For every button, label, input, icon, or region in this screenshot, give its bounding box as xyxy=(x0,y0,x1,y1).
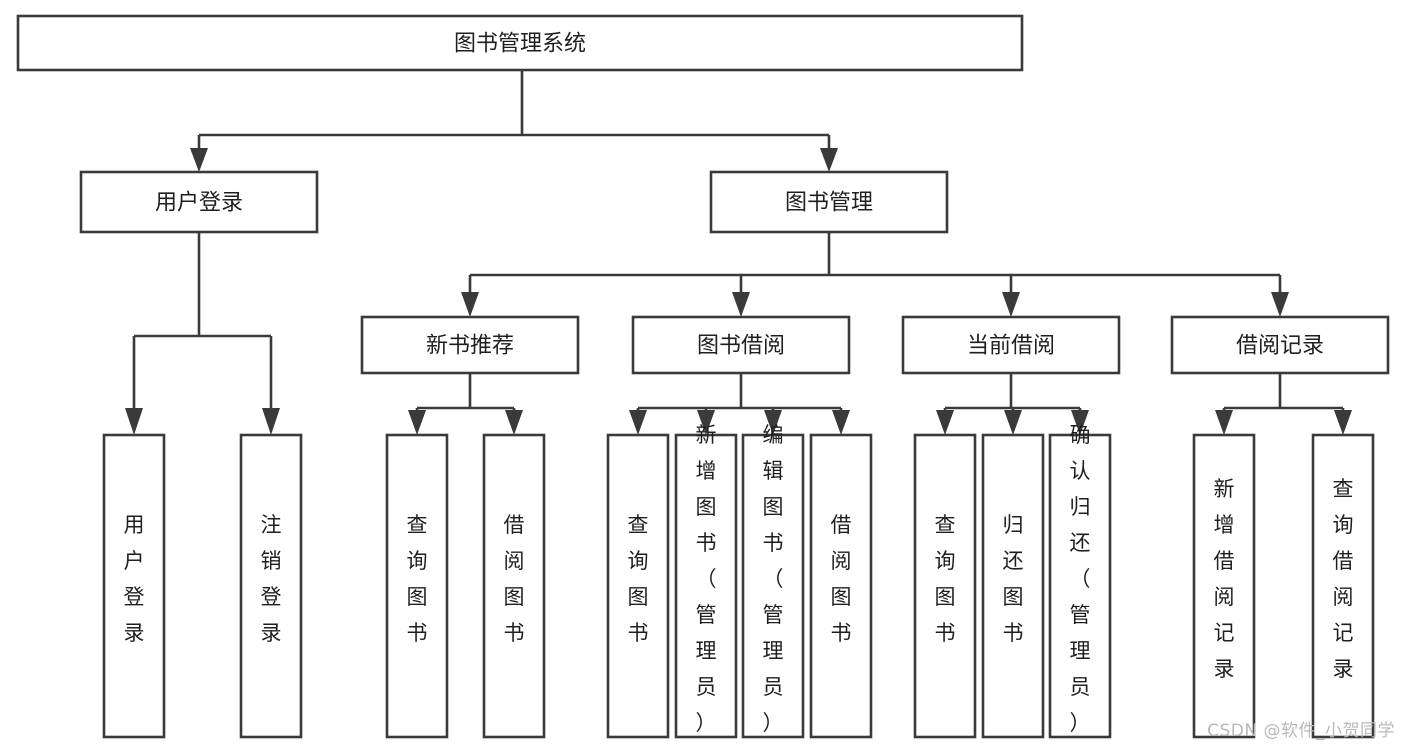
node-label: 用户登录 xyxy=(155,191,243,216)
node-leaf-4-查询图书[interactable]: 查询图书 xyxy=(606,433,670,739)
node-layer: 图书管理系统 用户登录 图书管理 新书推荐 图书借阅 当前 xyxy=(16,14,1390,739)
node-box xyxy=(741,433,805,739)
node-label: 图书借阅 xyxy=(697,334,785,359)
arrow-head-icon xyxy=(125,408,143,435)
node-leaf-7-借阅图书[interactable]: 借阅图书 xyxy=(809,433,873,739)
arrow-head-icon xyxy=(1334,410,1352,435)
arrow-head-icon xyxy=(505,410,523,435)
node-box xyxy=(913,433,977,739)
node-leaf-2-查询图书[interactable]: 查询图书 xyxy=(385,433,449,739)
arrow-head-icon xyxy=(1215,410,1233,435)
arrow-head-icon xyxy=(832,410,850,435)
node-label: 新增图书（管理员） xyxy=(696,423,717,735)
leaf-node-layer: 用户登录 注销登录 查询图书 借阅图书 查询图书 新增图书（管理员） 编辑图书（管理员） 借阅… xyxy=(102,423,1375,739)
connector-layer xyxy=(125,70,1352,435)
node-leaf-10-确认归还管理员[interactable]: 确认归还（管理员） xyxy=(1048,423,1112,739)
node-box xyxy=(631,315,851,375)
node-leaf-0-用户登录[interactable]: 用户登录 xyxy=(102,433,166,739)
arrow-head-icon xyxy=(1071,410,1089,435)
node-label: 注销登录 xyxy=(261,513,282,645)
arrow-head-icon xyxy=(262,408,280,435)
node-label: 查询借阅记录 xyxy=(1333,477,1354,681)
node-box xyxy=(709,170,949,234)
node-leaf-3-借阅图书[interactable]: 借阅图书 xyxy=(482,433,546,739)
node-label: 借阅图书 xyxy=(831,513,852,645)
arrow-head-icon xyxy=(1002,292,1020,317)
node-box xyxy=(1311,433,1375,739)
arrow-head-icon xyxy=(936,410,954,435)
node-label: 新增借阅记录 xyxy=(1214,477,1235,681)
node-label: 查询图书 xyxy=(407,513,428,645)
node-leaf-9-归还图书[interactable]: 归还图书 xyxy=(981,433,1045,739)
node-label: 查询图书 xyxy=(628,513,649,645)
node-user-login[interactable]: 用户登录 xyxy=(79,170,319,234)
node-label: 借阅记录 xyxy=(1236,334,1324,359)
arrow-head-icon xyxy=(629,410,647,435)
arrow-head-icon xyxy=(732,292,750,317)
node-label: 归还图书 xyxy=(1003,513,1024,645)
node-borrowing-record[interactable]: 借阅记录 xyxy=(1170,315,1390,375)
node-leaf-1-注销登录[interactable]: 注销登录 xyxy=(239,433,303,739)
node-leaf-6-编辑图书管理员[interactable]: 编辑图书（管理员） xyxy=(741,423,805,739)
node-box xyxy=(102,433,166,739)
node-box xyxy=(809,433,873,739)
arrow-head-icon xyxy=(697,410,715,435)
node-leaf-8-查询图书[interactable]: 查询图书 xyxy=(913,433,977,739)
arrow-head-icon xyxy=(461,292,479,317)
node-label: 图书管理系统 xyxy=(454,32,586,57)
node-leaf-12-查询借阅记录[interactable]: 查询借阅记录 xyxy=(1311,433,1375,739)
node-book-management[interactable]: 图书管理 xyxy=(709,170,949,234)
arrow-head-icon xyxy=(1004,410,1022,435)
node-box xyxy=(482,433,546,739)
node-label: 图书管理 xyxy=(785,191,873,216)
node-current-borrowing[interactable]: 当前借阅 xyxy=(901,315,1121,375)
arrow-head-icon xyxy=(190,148,208,172)
node-box xyxy=(79,170,319,234)
node-label: 用户登录 xyxy=(124,513,145,645)
node-label: 查询图书 xyxy=(935,513,956,645)
node-label: 新书推荐 xyxy=(426,334,514,359)
node-label: 编辑图书（管理员） xyxy=(763,423,784,735)
node-label: 借阅图书 xyxy=(504,513,525,645)
node-label: 当前借阅 xyxy=(967,334,1055,359)
node-box xyxy=(1192,433,1256,739)
node-leaf-11-新增借阅记录[interactable]: 新增借阅记录 xyxy=(1192,433,1256,739)
node-box xyxy=(1048,433,1112,739)
node-book-borrowing[interactable]: 图书借阅 xyxy=(631,315,851,375)
node-box xyxy=(901,315,1121,375)
arrow-head-icon xyxy=(1271,292,1289,317)
node-box xyxy=(16,14,1024,72)
node-box xyxy=(1170,315,1390,375)
node-box xyxy=(239,433,303,739)
arrow-head-icon xyxy=(408,410,426,435)
arrow-head-icon xyxy=(764,410,782,435)
node-label: 确认归还（管理员） xyxy=(1070,423,1091,735)
node-box xyxy=(385,433,449,739)
node-leaf-5-新增图书管理员[interactable]: 新增图书（管理员） xyxy=(674,423,738,739)
arrow-head-icon xyxy=(820,148,838,172)
node-new-book-recommendation[interactable]: 新书推荐 xyxy=(360,315,580,375)
node-box xyxy=(360,315,580,375)
node-root-book-management-system[interactable]: 图书管理系统 xyxy=(16,14,1024,72)
node-box xyxy=(981,433,1045,739)
node-box xyxy=(674,433,738,739)
node-box xyxy=(606,433,670,739)
